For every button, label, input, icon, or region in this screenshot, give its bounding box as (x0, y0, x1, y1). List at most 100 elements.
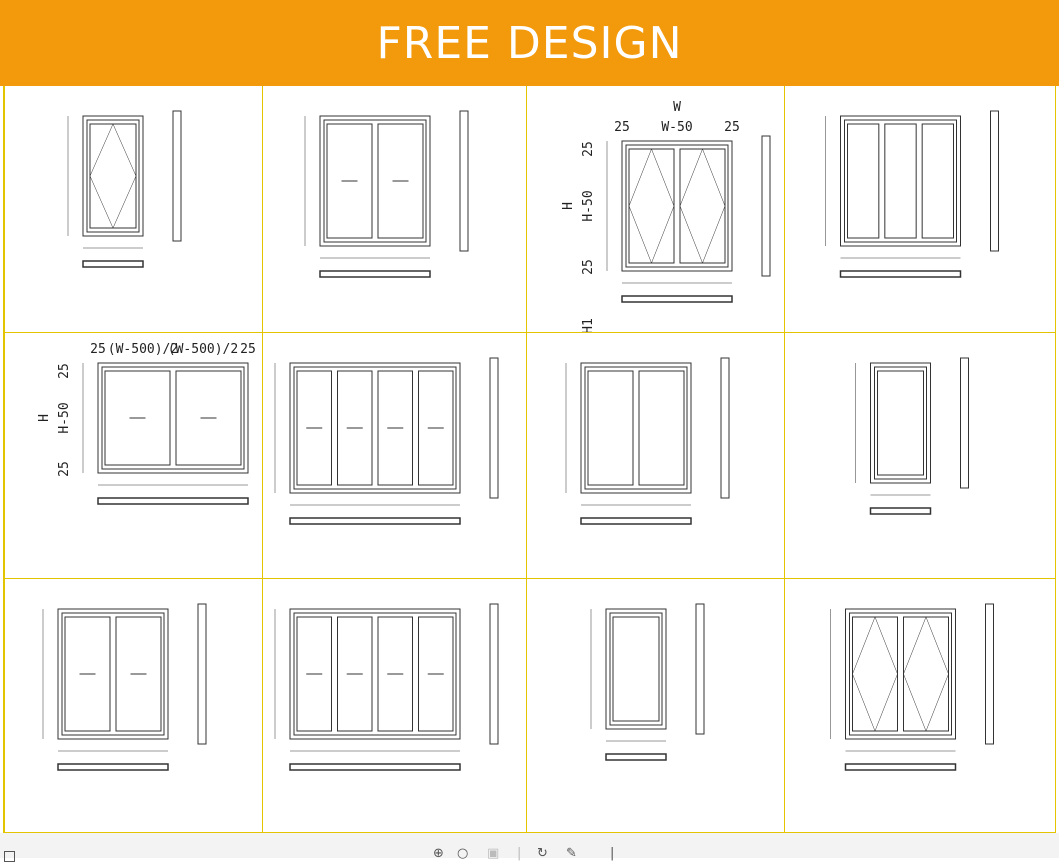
section-profile (489, 357, 499, 499)
dimension-label: (W-500)/2 (168, 342, 238, 357)
drawing-cell (3, 86, 263, 333)
fit-icon[interactable]: ▣ (487, 846, 500, 861)
dimension-label: W (169, 333, 177, 337)
window-frame (57, 608, 169, 740)
zoom-out-icon[interactable]: ○ (457, 846, 469, 861)
dimension-label: 25 (581, 259, 596, 275)
divider: | (517, 846, 522, 861)
dimension-label: H1 (581, 318, 596, 332)
window-sash (877, 370, 924, 476)
section-profile (489, 603, 499, 745)
drawing-cell (785, 579, 1056, 833)
section-profile (172, 110, 182, 242)
window-sash (377, 370, 413, 486)
dimension-label: H-50 (57, 402, 72, 433)
edit-icon[interactable]: ✎ (566, 846, 577, 861)
checkbox-icon[interactable] (4, 851, 15, 862)
window-sash (326, 123, 373, 239)
plan-view (57, 763, 169, 771)
banner-title: FREE DESIGN (376, 17, 683, 69)
window-drawing (855, 357, 969, 515)
window-sash (115, 616, 162, 732)
window-sash (884, 123, 917, 239)
plan-view (621, 295, 733, 303)
window-sash (377, 123, 424, 239)
dimension-label: 25 (724, 120, 740, 135)
drawing-cell (3, 579, 263, 833)
window-drawing (274, 603, 499, 771)
dimension-label: 25 (90, 342, 106, 357)
window-drawing (67, 110, 182, 268)
window-frame (605, 608, 667, 730)
window-sash (104, 370, 171, 466)
window-sash (337, 616, 373, 732)
window-frame (319, 115, 431, 247)
plan-view (869, 507, 932, 515)
window-sash (852, 616, 898, 732)
plan-view (844, 763, 957, 771)
section-profile (985, 603, 994, 745)
window-drawing (830, 603, 994, 771)
drawing-cell (785, 86, 1056, 333)
dimension-label: W-50 (661, 120, 692, 135)
plan-view (319, 270, 431, 278)
drawing-cell (263, 333, 527, 579)
dimension-label: 25 (581, 141, 596, 157)
dimension-label: H (37, 414, 52, 422)
window-sash (418, 616, 454, 732)
window-drawing (590, 603, 705, 761)
dimension-label: H (561, 202, 576, 210)
window-sash (337, 370, 373, 486)
dimension-label: W (673, 100, 681, 115)
header-banner: FREE DESIGN (0, 0, 1059, 86)
drawing-cell (527, 579, 785, 833)
section-profile (990, 110, 999, 252)
plan-view (289, 517, 461, 525)
window-sash (638, 370, 685, 486)
plan-view (580, 517, 692, 525)
grid-border (3, 86, 5, 833)
section-profile (695, 603, 705, 735)
window-sash (64, 616, 111, 732)
section-profile (197, 603, 207, 745)
window-sash (89, 123, 137, 229)
drawing-cell (527, 333, 785, 579)
section-profile (720, 357, 730, 499)
design-drawing-grid: W2525W-50HH-502525H1W2525(W-500)/2(W-500… (3, 86, 1056, 833)
section-profile (761, 135, 771, 277)
section-profile (459, 110, 469, 252)
window-drawing (825, 110, 999, 278)
window-frame (621, 140, 733, 272)
window-frame (580, 362, 692, 494)
dimension-label: 25 (57, 363, 72, 379)
window-drawing (304, 110, 469, 278)
dimension-label: (W-500)/2 (108, 342, 178, 357)
plan-view (97, 497, 249, 505)
window-drawing (42, 603, 207, 771)
plan-view (82, 260, 144, 268)
window-frame (289, 608, 461, 740)
zoom-in-icon[interactable]: ⊕ (433, 846, 444, 861)
drawing-cell (263, 86, 527, 333)
plan-view (605, 753, 667, 761)
window-sash (296, 370, 332, 486)
window-sash (679, 148, 726, 264)
dimension-label: 25 (57, 461, 72, 477)
window-frame (840, 115, 961, 247)
window-sash (587, 370, 634, 486)
dimension-label: H-50 (581, 190, 596, 221)
image-viewer-toolbar: ⊕ ○ ▣ | ↻ ✎ | (0, 833, 1059, 862)
window-frame (289, 362, 461, 494)
dimension-label: 25 (614, 120, 630, 135)
drawing-cell (263, 579, 527, 833)
window-sash (418, 370, 454, 486)
more-icon[interactable]: | (610, 846, 615, 861)
rotate-icon[interactable]: ↻ (537, 846, 548, 861)
window-sash (921, 123, 955, 239)
window-frame (97, 362, 249, 474)
window-drawing (565, 357, 730, 525)
section-profile (960, 357, 969, 489)
